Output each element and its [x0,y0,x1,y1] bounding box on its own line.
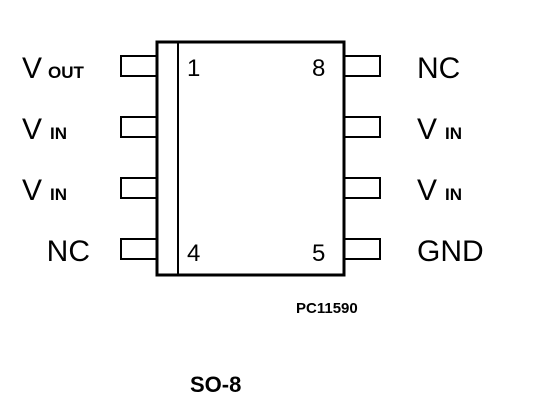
pin-label-left-4: NC [47,235,90,268]
pin-stub-left-3 [120,177,158,199]
pin-stub-right-5 [343,238,381,260]
pin-label-right-5: GND [417,235,484,268]
part-code: PC11590 [296,300,358,317]
pin-number-8: 8 [312,55,325,82]
pin-stub-left-2 [120,116,158,138]
pin-number-4: 4 [187,240,200,267]
package-label: SO-8 [190,372,241,397]
pin-stub-right-7 [343,116,381,138]
pin-stub-left-4 [120,238,158,260]
pin-stub-right-6 [343,177,381,199]
ic-body [155,40,346,277]
pin-stub-left-1 [120,55,158,77]
pin-stub-right-8 [343,55,381,77]
pin-label-right-8: NC [417,52,460,85]
pin-number-5: 5 [312,240,325,267]
pin-number-1: 1 [187,55,200,82]
